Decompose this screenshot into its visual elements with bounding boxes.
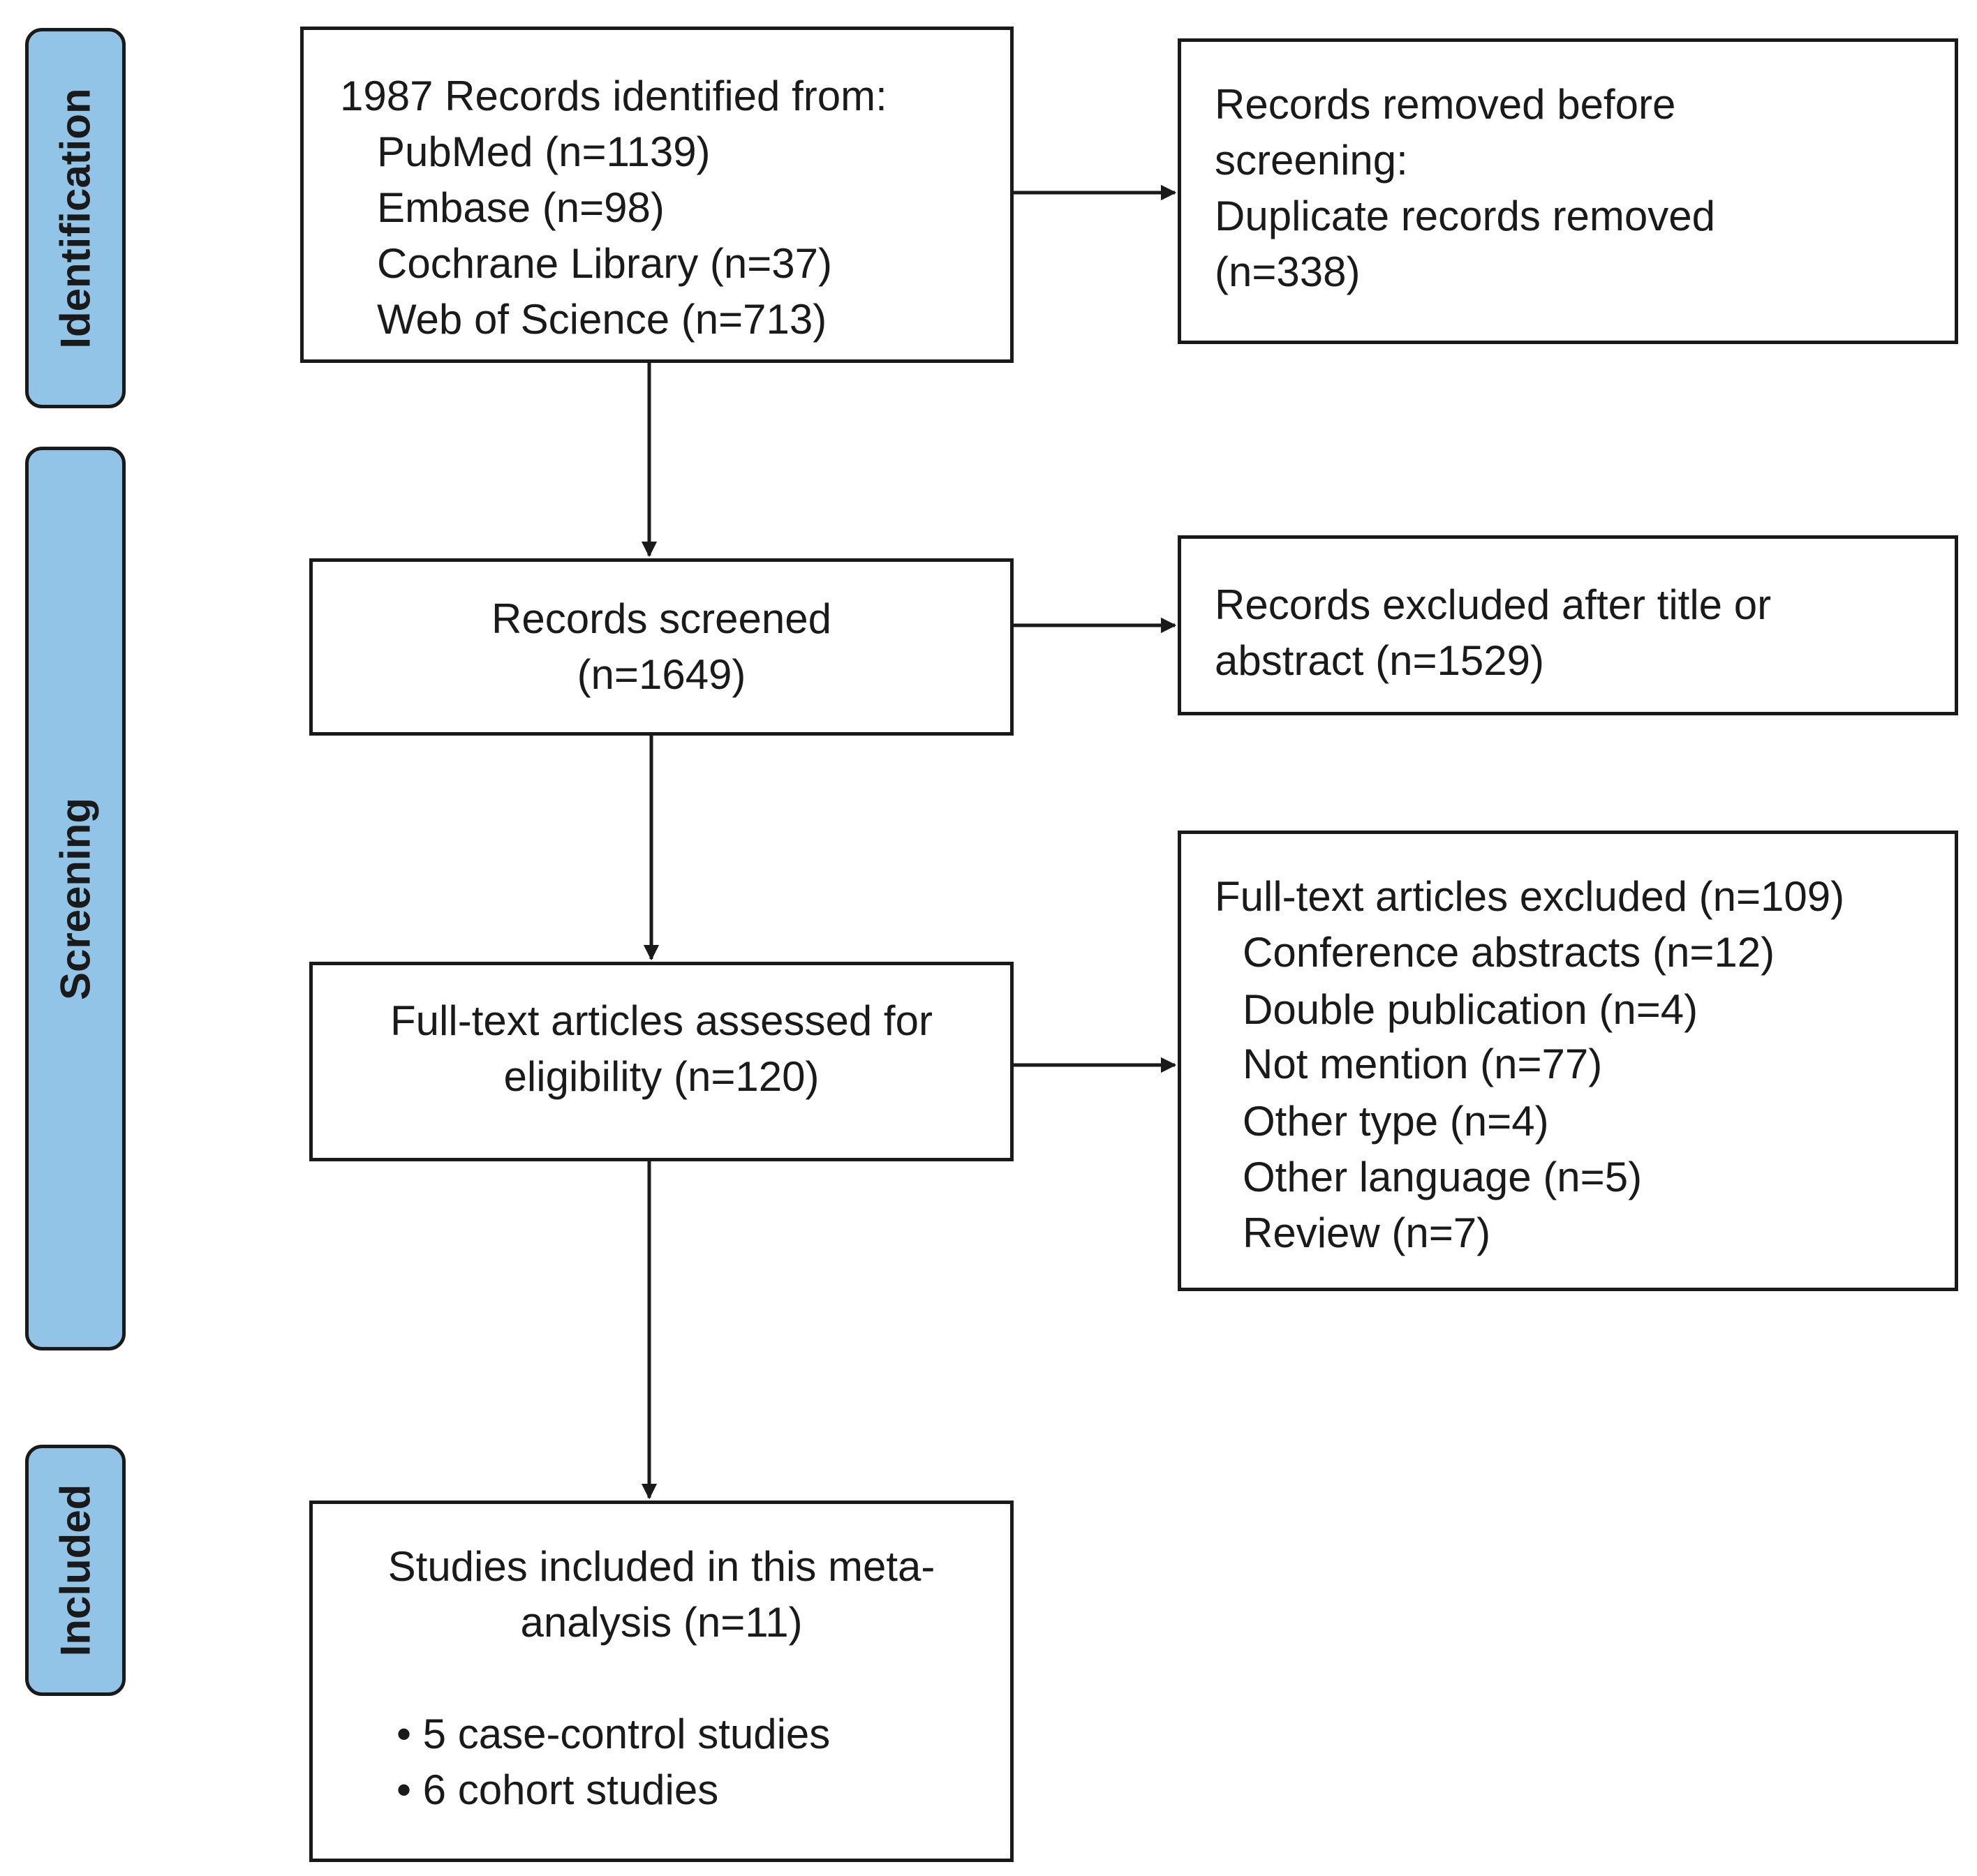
fulltext-excluded-box: Full-text articles excluded (n=109) Conf… (1178, 831, 1958, 1291)
identified-source: PubMed (n=1139) (377, 128, 711, 175)
identified-source: Web of Science (n=713) (377, 296, 827, 343)
removed-line: Records removed before (1215, 81, 1676, 128)
removed-line: screening: (1215, 137, 1408, 184)
fulltext-line: Full-text articles assessed for (390, 997, 933, 1044)
fulltext-line: eligibility (n=120) (503, 1053, 820, 1100)
exclusion-reason: Other language (n=5) (1243, 1154, 1643, 1200)
stage-included: Included (25, 1445, 126, 1696)
included-line: analysis (n=11) (520, 1599, 803, 1646)
fulltext-excluded-title: Full-text articles excluded (n=109) (1215, 873, 1845, 920)
excluded-title-line: abstract (n=1529) (1215, 637, 1544, 684)
removed-box: Records removed before screening: Duplic… (1178, 38, 1958, 344)
screened-line: Records screened (491, 595, 831, 642)
stage-identification: Identification (25, 28, 126, 408)
exclusion-reason: Double publication (n=4) (1243, 986, 1698, 1033)
screened-line: (n=1649) (577, 651, 746, 698)
identified-source: Embase (n=98) (377, 184, 665, 231)
excluded-title-box: Records excluded after title or abstract… (1178, 535, 1958, 715)
stage-screening: Screening (25, 447, 126, 1350)
included-box: Studies included in this meta- analysis … (309, 1501, 1014, 1862)
included-bullet: • 6 cohort studies (397, 1766, 719, 1813)
identified-title: 1987 Records identified from: (340, 73, 887, 119)
removed-line: Duplicate records removed (1215, 193, 1715, 239)
excluded-title-line: Records excluded after title or (1215, 581, 1772, 628)
removed-line: (n=338) (1215, 248, 1361, 295)
exclusion-reason: Review (n=7) (1243, 1209, 1491, 1256)
included-line: Studies included in this meta- (387, 1543, 935, 1590)
exclusion-reason: Not mention (n=77) (1243, 1041, 1603, 1087)
identified-box: 1987 Records identified from: PubMed (n=… (300, 27, 1014, 363)
exclusion-reason: Other type (n=4) (1243, 1098, 1549, 1145)
identified-source: Cochrane Library (n=37) (377, 240, 833, 287)
fulltext-box: Full-text articles assessed for eligibil… (309, 962, 1014, 1161)
exclusion-reason: Conference abstracts (n=12) (1243, 929, 1775, 976)
screened-box: Records screened (n=1649) (309, 558, 1014, 736)
included-bullet: • 5 case-control studies (397, 1711, 831, 1757)
